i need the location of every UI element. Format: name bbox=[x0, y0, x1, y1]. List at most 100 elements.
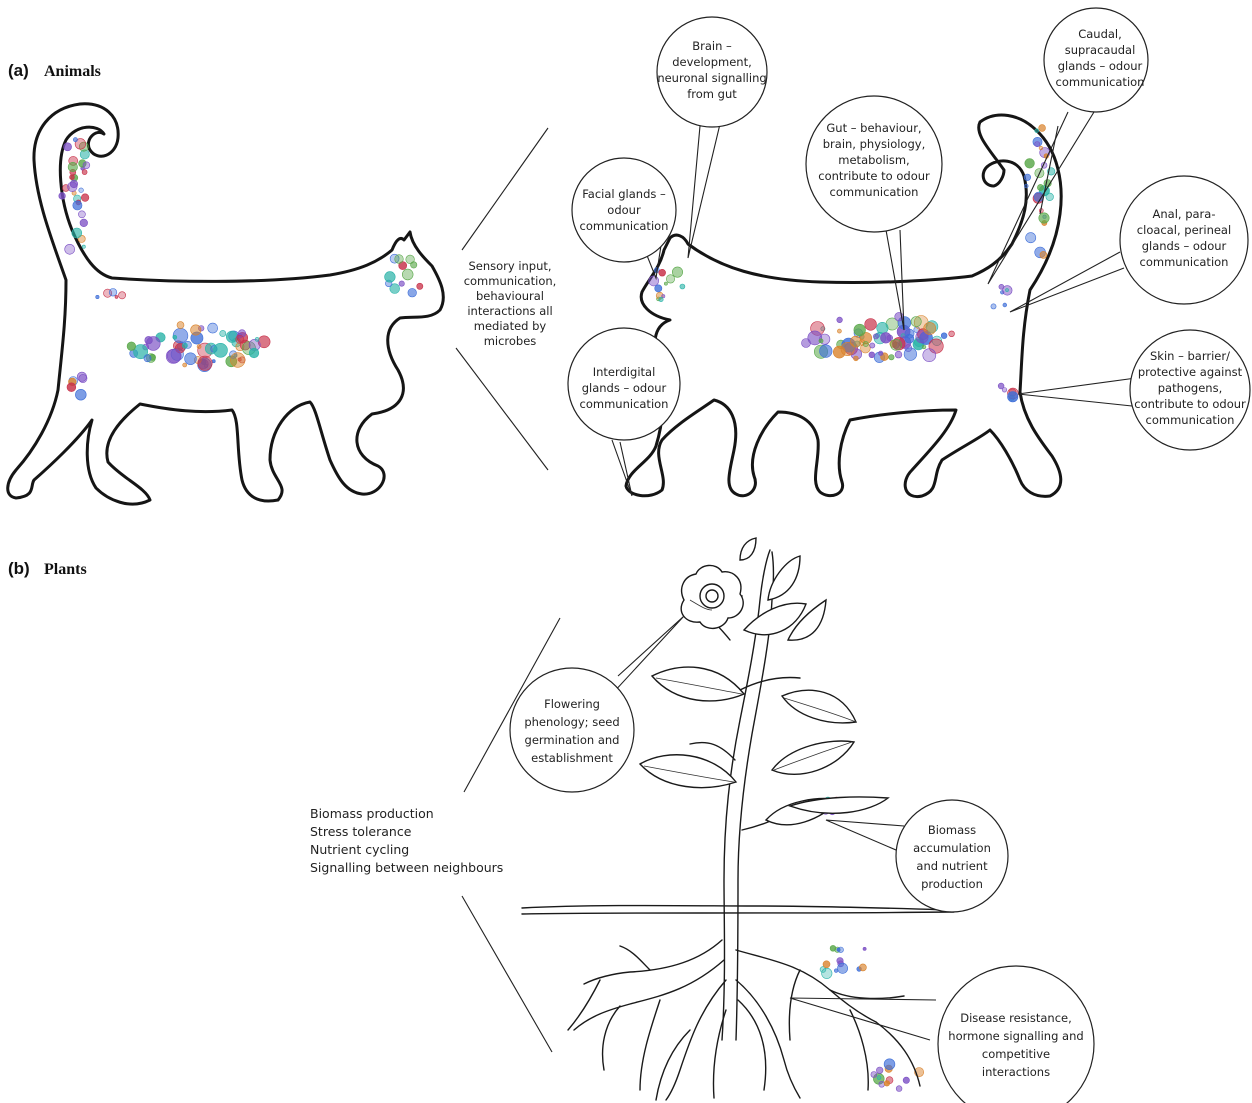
microbe-dot bbox=[850, 336, 861, 347]
microbe-dot bbox=[145, 336, 153, 344]
microbe-dot bbox=[903, 1077, 909, 1083]
bubble-text-line: Interdigital bbox=[593, 365, 656, 379]
microbe-dot bbox=[82, 245, 85, 248]
bubble-text-line: pathogens, bbox=[1158, 381, 1223, 395]
bubble-text-line: Brain – bbox=[692, 39, 732, 53]
microbe-dot bbox=[80, 219, 88, 227]
bubble-facial: Facial glands – odour communication bbox=[572, 158, 676, 262]
bubble-brain: Brain – development, neuronal signalling… bbox=[657, 17, 767, 127]
bubble-text-line: contribute to odour bbox=[1134, 397, 1246, 411]
bubble-text-line: Gut – behaviour, bbox=[826, 121, 921, 135]
leaf bbox=[740, 538, 756, 560]
bubble-text-line: communication bbox=[1140, 255, 1229, 269]
bubble-text-line: brain, physiology, bbox=[823, 137, 925, 151]
microbe-dot bbox=[924, 322, 936, 334]
microbe-dot bbox=[115, 295, 118, 298]
microbe-dot bbox=[67, 383, 76, 392]
bubble-text-line: communication bbox=[580, 219, 669, 233]
bubble-text-line: glands – odour bbox=[1058, 59, 1143, 73]
microbe-dot bbox=[941, 333, 947, 339]
bubble-disease: Disease resistance, hormone signalling a… bbox=[938, 966, 1094, 1103]
microbe-dot bbox=[680, 284, 685, 289]
microbe-dot bbox=[236, 335, 244, 343]
microbe-dot bbox=[220, 330, 226, 336]
bubble-flowering: Flowering phenology; seed germination an… bbox=[510, 668, 634, 792]
microbe-dot bbox=[891, 339, 902, 350]
bubble-biomass: Biomass accumulation and nutrient produc… bbox=[896, 800, 1008, 912]
microbe-dot bbox=[385, 272, 396, 283]
microbe-dot bbox=[879, 351, 883, 355]
microbe-dot bbox=[191, 325, 201, 335]
microbe-dot bbox=[949, 331, 955, 337]
bubble-text-line: Caudal, bbox=[1078, 27, 1122, 41]
microbe-dot bbox=[167, 349, 181, 363]
microbe-dot bbox=[75, 389, 86, 400]
leaf bbox=[772, 741, 854, 774]
microbe-dot bbox=[837, 317, 843, 323]
microbe-dot bbox=[854, 324, 866, 336]
microbe-dot bbox=[402, 269, 413, 280]
microbe-dot bbox=[399, 281, 404, 286]
microbe-dot bbox=[64, 143, 72, 151]
microbe-dot bbox=[144, 355, 151, 362]
microbe-dot bbox=[59, 193, 66, 200]
microbe-dot bbox=[659, 297, 663, 301]
microbe-dot bbox=[999, 284, 1004, 289]
bubble-text-line: Disease resistance, bbox=[960, 1011, 1072, 1025]
bubble-text-line: communication bbox=[1056, 75, 1145, 89]
microbe-dot bbox=[79, 374, 87, 382]
bubble-text-line: glands – odour bbox=[1142, 239, 1227, 253]
bubble-text-line: odour bbox=[607, 203, 641, 217]
bubble-interdigital: Interdigital glands – odour communicatio… bbox=[568, 328, 680, 440]
microbe-dot bbox=[659, 269, 666, 276]
microbe-dot bbox=[837, 329, 841, 333]
microbe-clusters bbox=[59, 125, 1055, 1092]
microbe-dot bbox=[1002, 388, 1007, 393]
microbe-dot bbox=[73, 201, 82, 210]
bubble-text-line: and nutrient bbox=[916, 859, 988, 873]
microbe-dot bbox=[70, 175, 75, 180]
bubble-text-line: Biomass bbox=[928, 823, 976, 837]
panel-a-middle-text: Sensory input, communication, behavioura… bbox=[464, 259, 557, 348]
middle-text-line: mediated by bbox=[474, 319, 547, 333]
microbe-dot bbox=[68, 182, 78, 192]
bubble-text-line: metabolism, bbox=[838, 153, 909, 167]
microbe-dot bbox=[73, 138, 77, 142]
panel-a-title: Animals bbox=[44, 63, 101, 80]
microbe-dot bbox=[1024, 174, 1031, 181]
flower bbox=[681, 565, 743, 628]
middle-text-line: microbes bbox=[484, 334, 537, 348]
leaf bbox=[652, 667, 744, 701]
bubble-text-line: communication bbox=[1146, 413, 1235, 427]
microbe-dot bbox=[896, 1086, 902, 1092]
microbe-dot bbox=[1003, 303, 1007, 307]
microbe-dot bbox=[911, 317, 921, 327]
bubble-caudal: Caudal, supracaudal glands – odour commu… bbox=[1044, 8, 1148, 112]
bubble-text-line: accumulation bbox=[913, 841, 991, 855]
leaf bbox=[640, 755, 736, 788]
panel-b-title: Plants bbox=[44, 561, 87, 578]
microbe-dot bbox=[197, 345, 201, 349]
microbe-dot bbox=[1039, 213, 1049, 223]
microbe-dot bbox=[873, 334, 878, 339]
microbe-dot bbox=[82, 170, 87, 175]
microbe-dot bbox=[173, 335, 177, 339]
bubble-text-line: glands – odour bbox=[582, 381, 667, 395]
plant-drawing bbox=[522, 538, 954, 1100]
middle-text-line: Sensory input, bbox=[468, 259, 551, 273]
microbe-dot bbox=[905, 329, 914, 338]
bubble-text-line: phenology; seed bbox=[524, 715, 619, 729]
microbe-dot bbox=[1008, 392, 1018, 402]
bubble-text-line: communication bbox=[580, 397, 669, 411]
microbe-dot bbox=[1040, 251, 1047, 258]
microbe-dot bbox=[214, 343, 228, 357]
side-list-item: Nutrient cycling bbox=[310, 842, 409, 857]
bubble-skin: Skin – barrier/ protective against patho… bbox=[1130, 330, 1250, 450]
plant-branch bbox=[740, 678, 800, 691]
middle-text-line: behavioural bbox=[476, 289, 544, 303]
microbe-dot bbox=[1024, 184, 1028, 188]
microbe-dot bbox=[177, 322, 184, 329]
microbe-dot bbox=[78, 211, 85, 218]
divider-line-top bbox=[462, 128, 548, 250]
microbe-dot bbox=[877, 322, 888, 333]
